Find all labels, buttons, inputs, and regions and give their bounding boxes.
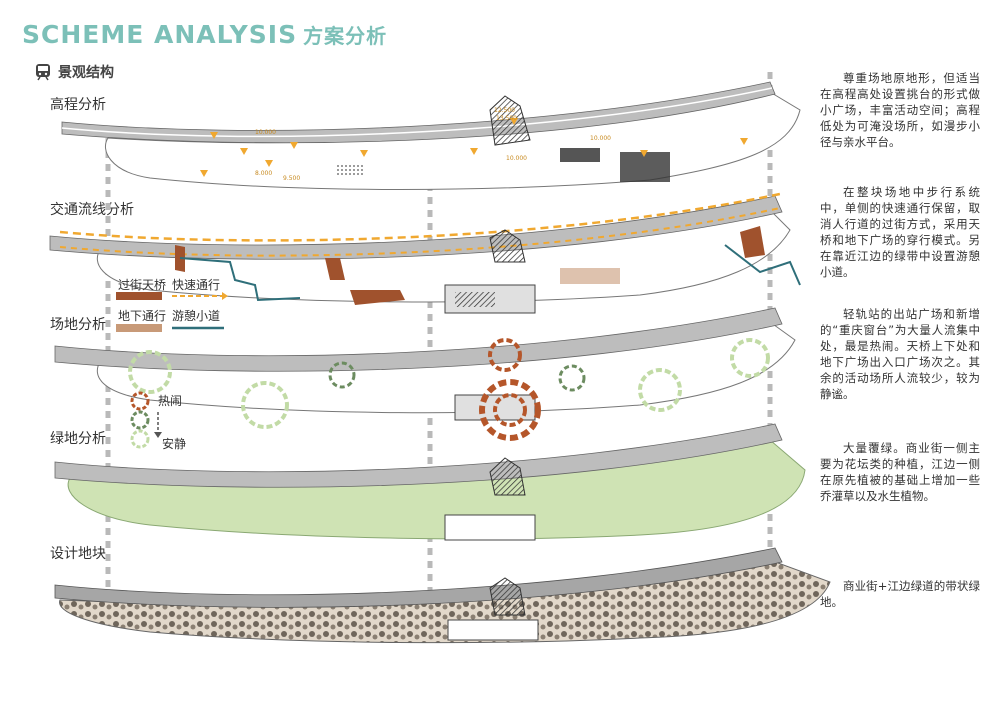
underground-zone: [560, 268, 620, 284]
elev-label-7: 10.000: [590, 135, 611, 142]
section-heading: 景观结构: [34, 62, 114, 82]
activity-circles: [128, 338, 770, 441]
legend-fast: 快速通行: [172, 278, 220, 292]
legend-lively: 热闹: [158, 394, 182, 408]
band-label-green: 绿地分析: [50, 431, 106, 447]
legend-trail: 游憩小道: [172, 308, 220, 323]
title-cn: 方案分析: [303, 24, 388, 48]
band-design: [54, 547, 831, 644]
band-green: [54, 423, 806, 541]
desc-elevation: 尊重场地原地形，但适当在高程高处设置挑台的形式做小广场，丰富活动空间；高程低处为…: [820, 71, 980, 149]
band-label-traffic: 交通流线分析: [50, 202, 134, 218]
traffic-legend: 过街天桥 快速通行 地下通行 游憩小道: [116, 278, 228, 332]
elev-label-1: 12.500: [494, 107, 515, 114]
band-label-design: 设计地块: [50, 546, 106, 562]
band-label-site: 场地分析: [50, 317, 106, 333]
hub-circle-station: [488, 338, 522, 372]
trail-route: [179, 257, 301, 302]
desc-design: 商业街+江边绿道的带状绿地。: [820, 579, 980, 609]
elev-label-4: 10.000: [255, 129, 276, 136]
legend-medium-icon: [130, 410, 150, 430]
legend-underground-swatch: [116, 324, 162, 332]
legend-quiet-icon: [130, 429, 150, 449]
elev-label-5: 8.000: [255, 170, 272, 177]
hub-circle-large: [479, 379, 541, 441]
title-en: SCHEME ANALYSIS: [22, 20, 298, 49]
legend-quiet: 安静: [162, 436, 186, 451]
elev-label-2: 13.500: [496, 115, 517, 122]
legend-overpass: 过街天桥: [118, 278, 166, 292]
desc-green: 大量覆绿。商业街一侧主要为花坛类的种植，江边一侧在原先植被的基础上增加一些乔灌草…: [820, 441, 980, 503]
fast-route: [59, 192, 781, 242]
legend-overpass-swatch: [116, 292, 162, 300]
elevation-block: [560, 148, 600, 162]
legend-lively-icon: [130, 391, 150, 411]
train-icon: [36, 64, 50, 81]
desc-traffic: 在整块场地中步行系统中，单侧的快速通行保留，取消人行道的过街方式，采用天桥和地下…: [820, 185, 980, 279]
band-traffic: [49, 192, 801, 314]
legend-underground: 地下通行: [118, 309, 166, 323]
band-elevation: 12.500 13.500 10.000 10.000 8.000 9.500 …: [61, 81, 801, 190]
band-label-elevation: 高程分析: [50, 97, 106, 113]
site-legend: 热闹 安静: [130, 391, 186, 451]
overpass-markers: [175, 226, 765, 305]
elev-label-6: 9.500: [283, 175, 300, 182]
desc-site: 轻轨站的出站广场和新增的“重庆窗台”为大量人流集中处，最是热闹。天桥上下处和地下…: [820, 307, 980, 401]
band-site: [54, 307, 796, 441]
elev-label-3: 10.000: [506, 155, 527, 162]
section-label: 景观结构: [58, 65, 114, 81]
elevation-markers: [200, 118, 748, 177]
